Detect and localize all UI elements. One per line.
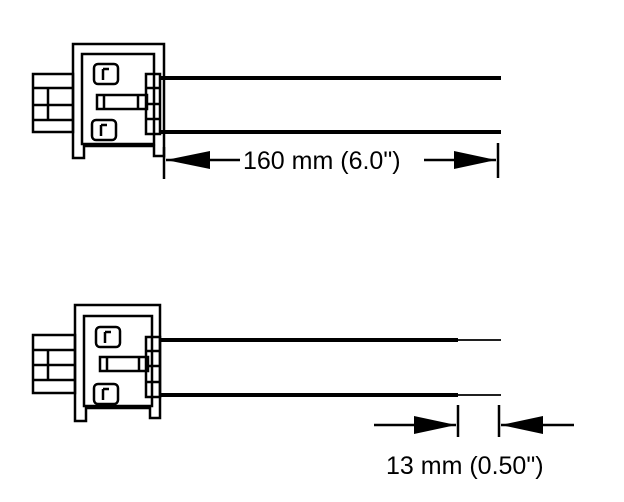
top-connector-latch — [31, 72, 75, 134]
bottom-terminal-pin-lower — [92, 382, 120, 406]
bottom-connector-housing — [73, 303, 162, 423]
bottom-dimension-label: 13 mm (0.50") — [386, 452, 544, 480]
bottom-arrowhead-left — [414, 416, 456, 434]
bottom-connector-latch — [31, 333, 77, 395]
top-dimension-label: 160 mm (6.0") — [243, 147, 401, 175]
top-connector-assembly — [31, 42, 166, 160]
bottom-connector-assembly — [31, 303, 162, 423]
top-connector-housing — [71, 42, 166, 160]
top-wires — [160, 76, 501, 134]
bottom-terminal-pin-upper — [94, 325, 122, 349]
top-terminal-pin-upper — [92, 62, 120, 86]
top-terminal-pin-lower — [90, 118, 118, 142]
bottom-wires — [160, 338, 501, 397]
top-dimension — [162, 143, 500, 179]
top-arrowhead-left — [166, 151, 210, 169]
bottom-dimension — [374, 405, 574, 437]
top-arrowhead-right — [454, 151, 496, 169]
bottom-arrowhead-right — [501, 416, 543, 434]
